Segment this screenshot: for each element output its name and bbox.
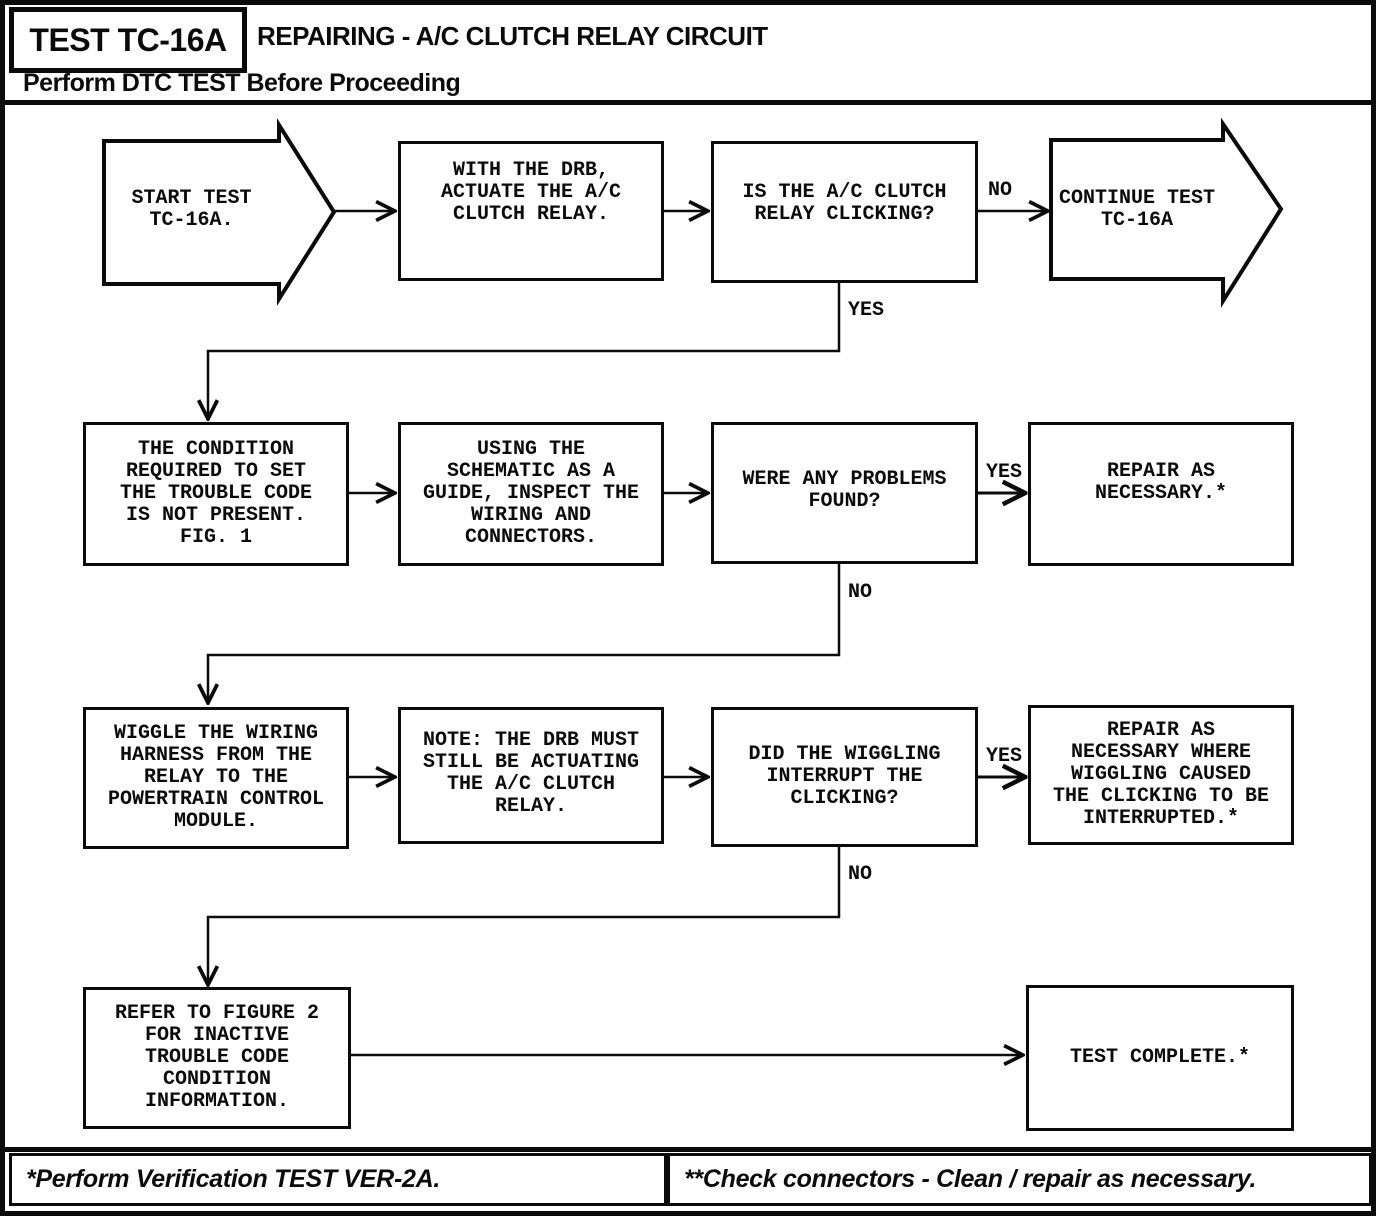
start-arrow-shape <box>102 118 337 306</box>
node-refer-figure2-label: REFER TO FIGURE 2 FOR INACTIVE TROUBLE C… <box>114 1002 320 1113</box>
header-divider <box>5 100 1371 105</box>
footer-note-verification-label: *Perform Verification TEST VER-2A. <box>26 1165 440 1193</box>
footer-note-connectors: **Check connectors - Clean / repair as n… <box>667 1153 1371 1206</box>
test-id-box: TEST TC-16A <box>9 7 247 73</box>
label-yes-wiggling: YES <box>986 745 1023 768</box>
node-continue-test-label: CONTINUE TEST TC-16A <box>1058 187 1216 232</box>
node-actuate-relay: WITH THE DRB, ACTUATE THE A/C CLUTCH REL… <box>398 141 664 281</box>
node-repair-where-wiggling-label: REPAIR AS NECESSARY WHERE WIGGLING CAUSE… <box>1052 719 1270 830</box>
test-id-label: TEST TC-16A <box>29 21 227 58</box>
node-wiggling-interrupt: DID THE WIGGLING INTERRUPT THE CLICKING? <box>711 707 978 847</box>
node-problems-found: WERE ANY PROBLEMS FOUND? <box>711 422 978 564</box>
node-wiggle-harness: WIGGLE THE WIRING HARNESS FROM THE RELAY… <box>83 707 349 849</box>
footer-divider <box>5 1147 1371 1152</box>
node-wiggling-interrupt-label: DID THE WIGGLING INTERRUPT THE CLICKING? <box>748 743 941 810</box>
node-problems-found-label: WERE ANY PROBLEMS FOUND? <box>742 468 947 513</box>
note-body: THE DRB MUST STILL BE ACTUATING THE A/C … <box>422 729 640 818</box>
node-condition-not-present-label: THE CONDITION REQUIRED TO SET THE TROUBL… <box>119 438 313 549</box>
continue-arrow-shape <box>1049 117 1284 308</box>
label-yes-clicking: YES <box>848 299 885 322</box>
page-subtitle: Perform DTC TEST Before Proceeding <box>23 69 461 97</box>
label-no-wiggling: NO <box>848 863 873 886</box>
page-title: REPAIRING - A/C CLUTCH RELAY CIRCUIT <box>257 21 768 51</box>
node-condition-not-present: THE CONDITION REQUIRED TO SET THE TROUBL… <box>83 422 349 566</box>
label-yes-problems: YES <box>986 461 1023 484</box>
node-start: START TEST TC-16A. <box>104 175 279 245</box>
node-repair-as-necessary: REPAIR AS NECESSARY.* <box>1028 422 1294 566</box>
node-repair-where-wiggling: REPAIR AS NECESSARY WHERE WIGGLING CAUSE… <box>1028 705 1294 845</box>
node-inspect-wiring-label: USING THE SCHEMATIC AS A GUIDE, INSPECT … <box>422 438 640 549</box>
node-test-complete-label: TEST COMPLETE.* <box>1069 1046 1251 1069</box>
footer-note-verification: *Perform Verification TEST VER-2A. <box>9 1153 667 1206</box>
node-test-complete: TEST COMPLETE.* <box>1026 985 1294 1131</box>
node-continue-test: CONTINUE TEST TC-16A <box>1051 175 1223 245</box>
footer-note-connectors-label: **Check connectors - Clean / repair as n… <box>684 1165 1257 1193</box>
node-relay-clicking: IS THE A/C CLUTCH RELAY CLICKING? <box>711 141 978 283</box>
node-note-drb: NOTE: THE DRB MUST STILL BE ACTUATING TH… <box>398 707 664 844</box>
node-note-drb-label: NOTE: THE DRB MUST STILL BE ACTUATING TH… <box>423 730 639 818</box>
label-no-problems: NO <box>848 581 873 604</box>
node-refer-figure2: REFER TO FIGURE 2 FOR INACTIVE TROUBLE C… <box>83 987 351 1129</box>
node-wiggle-harness-label: WIGGLE THE WIRING HARNESS FROM THE RELAY… <box>107 722 325 833</box>
node-relay-clicking-label: IS THE A/C CLUTCH RELAY CLICKING? <box>742 181 947 226</box>
node-start-label: START TEST TC-16A. <box>131 187 252 232</box>
node-repair-as-necessary-label: REPAIR AS NECESSARY.* <box>1094 460 1228 505</box>
note-keyword: NOTE: <box>422 729 483 752</box>
node-actuate-relay-label: WITH THE DRB, ACTUATE THE A/C CLUTCH REL… <box>440 159 622 226</box>
node-inspect-wiring: USING THE SCHEMATIC AS A GUIDE, INSPECT … <box>398 422 664 566</box>
label-no-clicking: NO <box>988 179 1013 202</box>
